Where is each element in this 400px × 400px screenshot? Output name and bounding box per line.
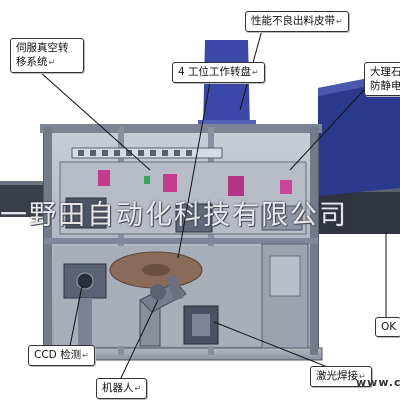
turntable-hub xyxy=(142,264,170,276)
right-output-conveyor xyxy=(312,190,400,234)
ccd-lens xyxy=(76,272,94,290)
marble-antistatic-table xyxy=(318,72,400,196)
callout-four-station-turntable: 4 工位工作转盘↵ xyxy=(172,62,265,83)
callout-robot: 机器人↵ xyxy=(96,378,148,399)
station-block xyxy=(261,205,303,231)
leader-ccd xyxy=(69,285,83,347)
return-mark: ↵ xyxy=(336,17,343,26)
callout-ccd-inspection: CCD 检测↵ xyxy=(28,345,95,366)
callout-defective-belt: 性能不良出料皮带↵ xyxy=(245,11,349,32)
leader-4station xyxy=(177,81,211,259)
callout-marble-text: 大理石防静电 xyxy=(370,66,400,92)
return-mark: ↵ xyxy=(252,68,259,77)
callout-servo-text: 伺服真空转移系统 xyxy=(16,42,69,68)
website-watermark: www.c xyxy=(356,376,400,389)
leader-robot xyxy=(119,299,159,381)
callout-ok-output: OK xyxy=(375,317,400,337)
callout-ccd-text: CCD 检测 xyxy=(34,349,82,361)
frame-top-rail xyxy=(40,124,322,133)
return-mark: ↵ xyxy=(359,372,366,381)
turntable-drive xyxy=(175,203,213,233)
ccd-stand xyxy=(78,298,92,346)
rail-slots xyxy=(78,150,192,156)
return-mark: ↵ xyxy=(82,351,89,360)
callout-robot-text: 机器人 xyxy=(102,382,134,394)
callout-servo-vacuum-transfer: 伺服真空转移系统↵ xyxy=(10,38,84,73)
defective-output-belt xyxy=(203,40,250,132)
left-conveyor-rail xyxy=(0,181,52,185)
cabinet-panel xyxy=(269,255,301,297)
vacuum-module xyxy=(65,197,107,229)
fixture-2 xyxy=(163,174,177,192)
servo-linear-rail xyxy=(71,147,223,159)
green-sensor xyxy=(144,176,150,184)
robot-arm xyxy=(139,275,187,347)
return-mark: ↵ xyxy=(134,384,142,393)
callout-defect-text: 性能不良出料皮带 xyxy=(251,15,335,27)
leader-laser xyxy=(213,321,331,369)
callout-laser-text: 激光焊接 xyxy=(316,370,358,382)
callout-leaders xyxy=(39,29,387,381)
callout-marble-antistatic: 大理石防静电 xyxy=(364,62,400,96)
leader-marble xyxy=(289,89,365,171)
return-mark: ↵ xyxy=(48,58,56,67)
fixture-3 xyxy=(228,176,244,196)
callout-ok-text: OK xyxy=(381,321,397,333)
callout-laser-welding: 激光焊接↵ xyxy=(310,366,372,387)
leader-servo xyxy=(39,71,151,171)
fixture-1 xyxy=(98,170,110,186)
fixture-4 xyxy=(280,180,292,194)
laser-head xyxy=(192,314,210,336)
callout-4station-text: 4 工位工作转盘 xyxy=(178,66,252,78)
